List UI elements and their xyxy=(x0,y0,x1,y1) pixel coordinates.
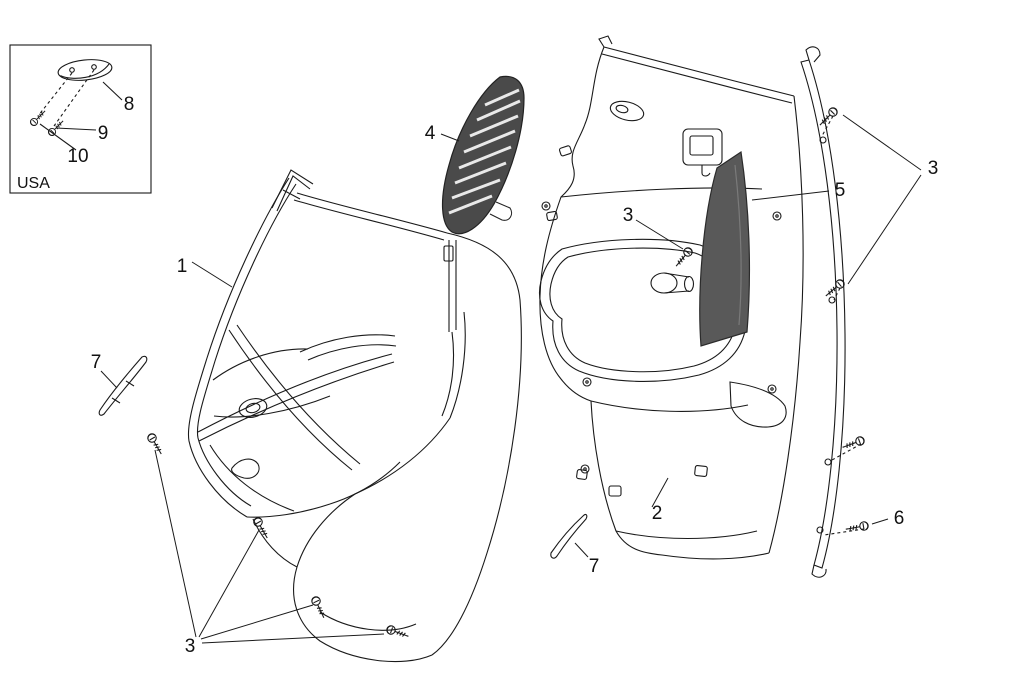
callout-3-bottom-left: 3 xyxy=(185,636,196,657)
callout-3-center: 3 xyxy=(623,205,634,226)
screw-icon xyxy=(822,277,847,300)
usa-inset-label: USA xyxy=(17,175,50,192)
callout-7-bottom: 7 xyxy=(589,556,600,577)
callout-7-left: 7 xyxy=(91,352,102,373)
screw-icon xyxy=(844,520,870,534)
dark-panel-part-5 xyxy=(699,150,751,347)
leader-line-6 xyxy=(871,518,889,525)
callout-3-right: 3 xyxy=(928,158,939,179)
leader-line-7-left xyxy=(100,370,118,389)
callout-9: 9 xyxy=(98,123,109,144)
trim-strip-left-part-7 xyxy=(98,355,148,416)
leader-line-8 xyxy=(102,81,123,101)
leader-line-1 xyxy=(191,261,233,288)
side-edge-strip xyxy=(800,46,865,578)
leader-line-3-fan-4 xyxy=(201,633,385,644)
leader-line-10 xyxy=(39,123,77,151)
screw-icon xyxy=(28,107,49,128)
vent-grille-part-4 xyxy=(441,75,525,235)
rubber-pad-part-8 xyxy=(57,59,113,81)
usa-inset-box xyxy=(9,44,152,194)
leader-line-3-fan-2 xyxy=(198,529,260,638)
leader-line-3-fan-1 xyxy=(154,449,197,638)
leader-line-3-fan-3 xyxy=(200,604,314,640)
leader-lines xyxy=(100,114,922,644)
leader-line-4 xyxy=(440,133,460,142)
screw-icon xyxy=(816,105,840,129)
front-shield-part-1 xyxy=(187,169,522,663)
leader-line-7-bottom xyxy=(574,542,589,558)
callout-6: 6 xyxy=(894,508,905,529)
screw-icon xyxy=(309,594,329,621)
callout-5: 5 xyxy=(835,180,846,201)
callout-2: 2 xyxy=(652,503,663,524)
callout-4: 4 xyxy=(425,123,436,144)
trim-strip-bottom-part-7 xyxy=(550,514,588,559)
leader-line-3-right-lower xyxy=(847,174,922,285)
leader-line-5 xyxy=(751,190,830,201)
screw-icon xyxy=(840,435,866,452)
internal-shield-part-2 xyxy=(538,35,804,560)
leader-line-2 xyxy=(651,477,669,508)
callout-1: 1 xyxy=(177,256,188,277)
callout-8: 8 xyxy=(124,94,135,115)
leader-line-3-right-upper xyxy=(842,114,922,171)
callout-10: 10 xyxy=(67,146,88,167)
leader-line-9 xyxy=(55,127,97,131)
fastener-screws xyxy=(145,105,870,641)
leader-line-3-center xyxy=(635,219,684,250)
